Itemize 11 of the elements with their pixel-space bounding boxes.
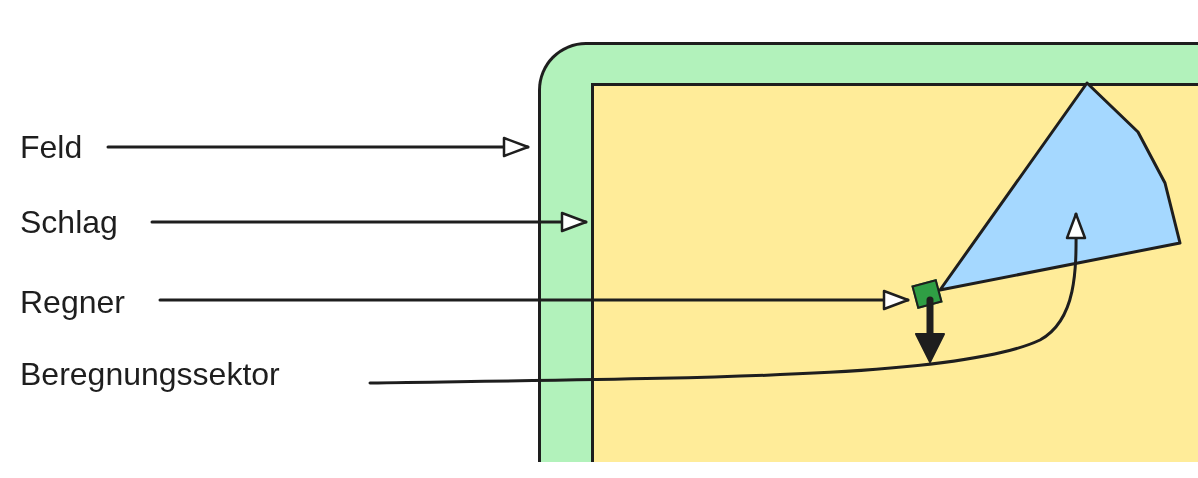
arrow [106, 136, 530, 158]
callout-label: Beregnungssektor [20, 354, 280, 394]
field-area [538, 42, 1198, 462]
arrow [368, 212, 1087, 385]
callout-label: Schlag [20, 202, 118, 242]
callout-label: Regner [20, 282, 125, 322]
plot-area [591, 83, 1198, 462]
arrow [158, 289, 910, 311]
arrow [150, 211, 588, 233]
callout-label: Feld [20, 127, 83, 167]
irrigation-sector [940, 83, 1182, 293]
